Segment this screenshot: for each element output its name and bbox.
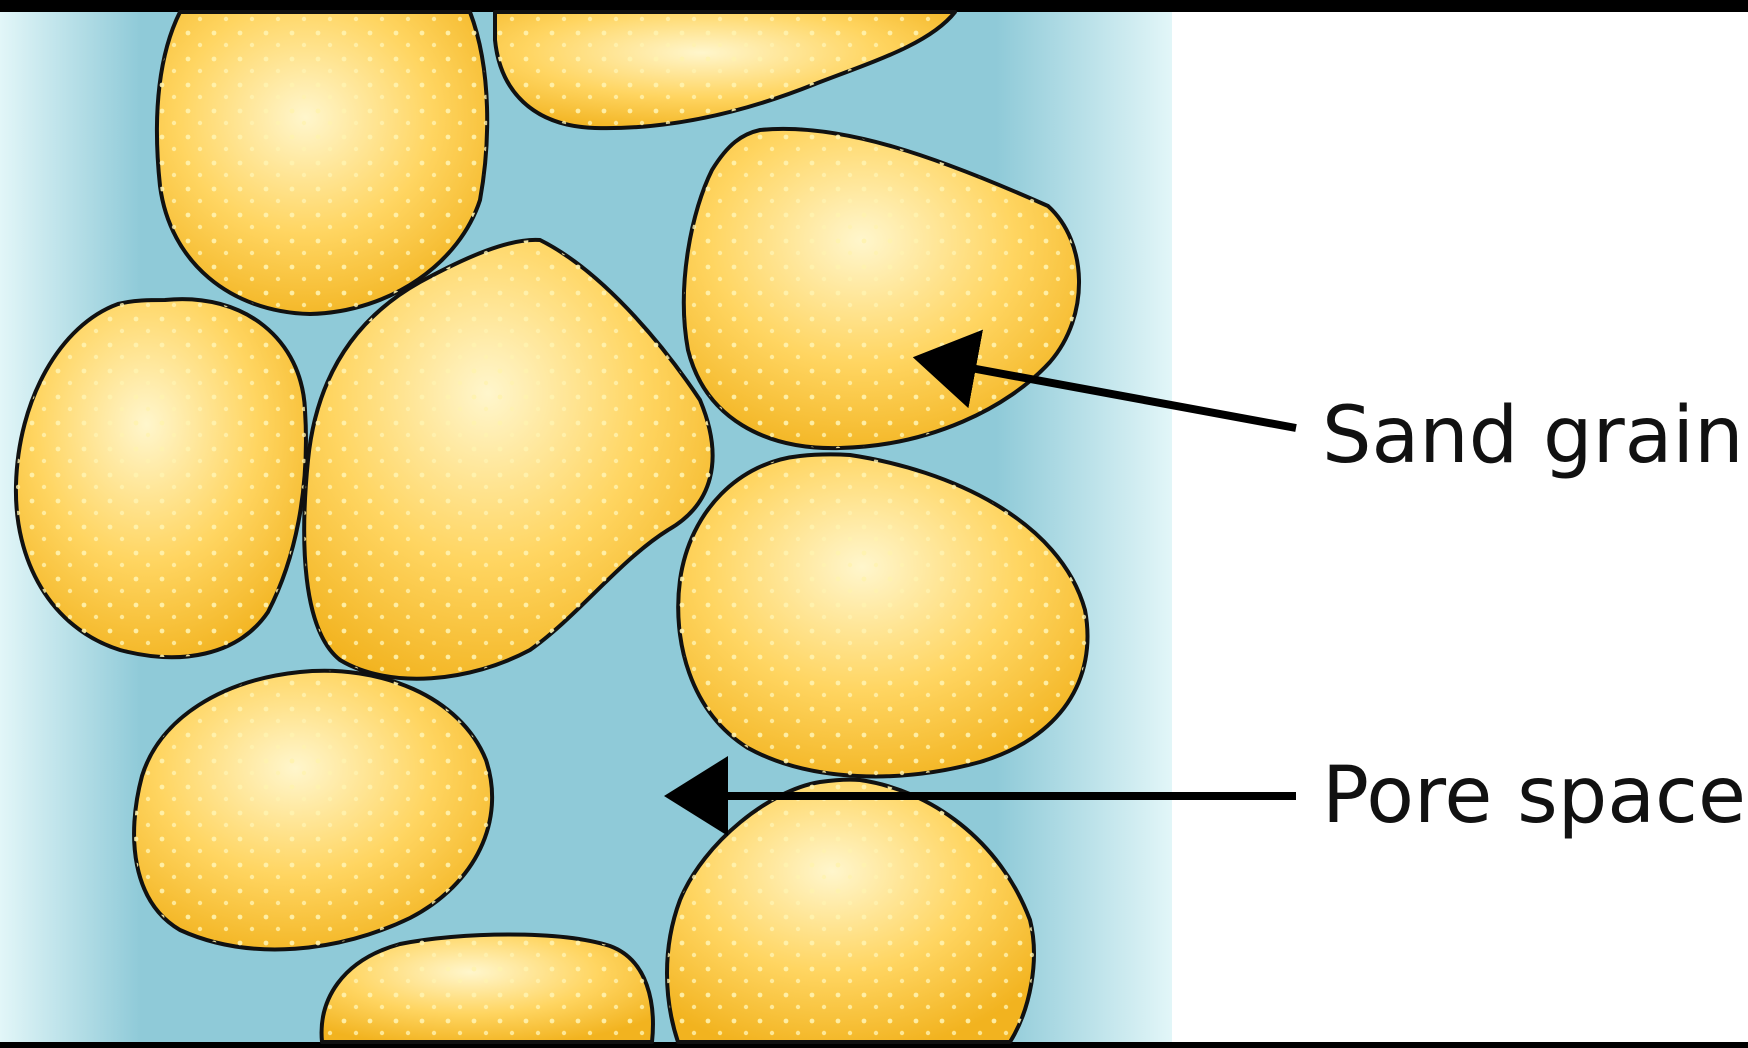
pore-space-label: Pore space [1322,751,1746,841]
sand-grain [16,299,306,657]
sand-grain-label: Sand grain [1322,391,1744,481]
